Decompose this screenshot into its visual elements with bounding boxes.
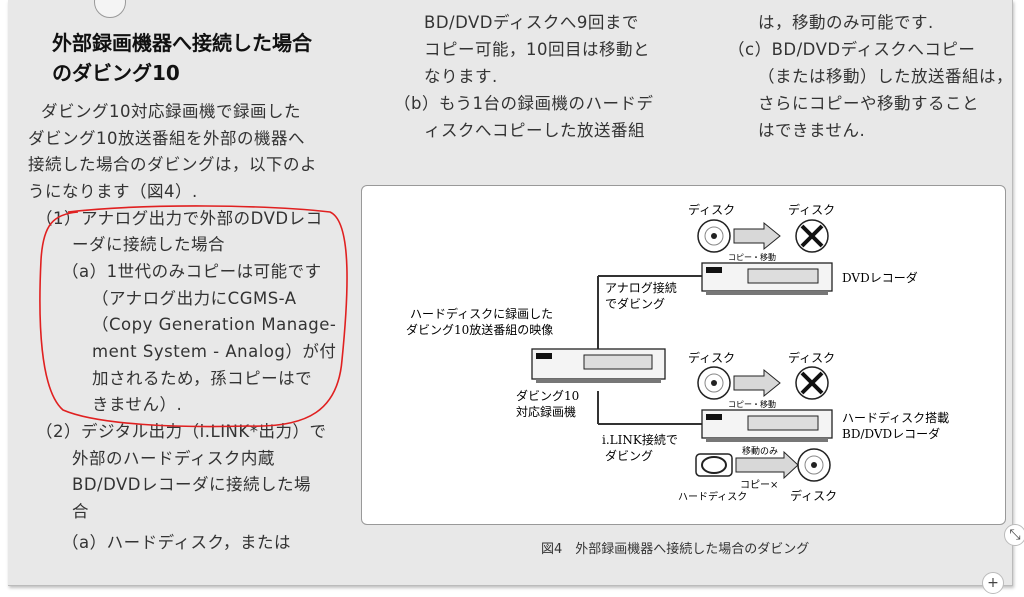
dvd-recorder-icon: [701, 262, 833, 295]
source-label-2: ダビング10放送番組の映像: [406, 322, 553, 337]
dubbing10-recorder-icon: [531, 348, 666, 383]
arrow-icon: [733, 221, 781, 251]
text-line: は，移動のみ可能です.: [758, 13, 934, 32]
text-line: BD/DVDディスクへ9回まで: [424, 13, 639, 32]
hdd-recorder-label-2: BD/DVDレコーダ: [842, 426, 940, 441]
prohibited-disc-icon: [795, 219, 829, 253]
document-page: 外部録画機器へ接続した場合 のダビング10 ダビング10対応録画機で録画した ダ…: [8, 0, 1013, 586]
disc-label: ディスク: [790, 488, 837, 503]
text-line: きません）.: [92, 395, 183, 414]
text-line: 加されるため，孫コピーはで: [92, 369, 313, 388]
disc-icon: [697, 219, 731, 253]
ilink-label-2: ダビング: [605, 448, 653, 463]
figure-4: ハードディスクに録画した ダビング10放送番組の映像 ダビング10 対応録画機 …: [361, 185, 1006, 525]
analog-label-2: でダビング: [605, 296, 665, 311]
arrow-icon: [733, 368, 781, 398]
zoom-in-button[interactable]: +: [982, 572, 1004, 594]
dubbing-diagram: ハードディスクに録画した ダビング10放送番組の映像 ダビング10 対応録画機 …: [406, 202, 949, 503]
text-line: ダビング10放送番組を外部の機器へ: [28, 129, 305, 148]
disc-label: ディスク: [688, 350, 735, 365]
move-only-label: 移動のみ: [742, 445, 778, 457]
red-annotation-circle: [39, 205, 348, 428]
text-line: なります.: [424, 67, 498, 86]
recorder-label-2: 対応録画機: [516, 404, 576, 419]
prohibited-disc-icon: [795, 366, 829, 400]
disc-icon: [697, 366, 731, 400]
text-line: はできません.: [758, 121, 866, 140]
text-line: 合: [72, 502, 89, 521]
text-line: （または移動）した放送番組は，: [758, 67, 1013, 86]
copy-move-label: コピー・移動: [728, 399, 776, 409]
text-line: （b）もう1台の録画機のハードデ: [394, 94, 654, 113]
text-line: ment System - Analog）が付: [92, 342, 337, 361]
copy-x-label: コピー×: [740, 479, 778, 491]
text-line: コピー可能，10回目は移動と: [424, 40, 650, 59]
text-line: うになります（図4）.: [28, 182, 198, 201]
disc-icon: [797, 448, 831, 482]
text-line: ダビング10対応録画機で録画した: [41, 102, 301, 121]
text-line: ィスクへコピーした放送番組: [424, 121, 645, 140]
dvd-recorder-label: DVDレコーダ: [842, 270, 918, 285]
collapse-icon[interactable]: ⤡: [1004, 524, 1024, 546]
arrow-icon: [735, 450, 799, 480]
hard-disk-icon: [695, 453, 733, 477]
text-line: ーダに接続した場合: [72, 235, 225, 254]
figure-caption: 図4 外部録画機器へ接続した場合のダビング: [541, 542, 810, 557]
disc-label: ディスク: [688, 202, 735, 217]
text-line: （c）BD/DVDディスクへコピー: [728, 40, 976, 59]
hdd-recorder-icon: [701, 409, 833, 442]
section-heading: 外部録画機器へ接続した場合 のダビング10: [52, 31, 312, 85]
disc-label: ディスク: [788, 202, 835, 217]
text-line: （1）アナログ出力で外部のDVDレコ: [36, 209, 323, 228]
text-line: 外部のハードディスク内蔵: [72, 449, 275, 468]
text-line: （a）ハードディスク，または: [62, 533, 291, 552]
text-line: さらにコピーや移動すること: [758, 94, 979, 113]
hdd-recorder-label-1: ハードディスク搭載: [842, 410, 949, 425]
text-line: （a）1世代のみコピーは可能です: [62, 262, 322, 281]
source-label-1: ハードディスクに録画した: [410, 306, 553, 321]
text-line: 接続した場合のダビングは，以下のよ: [28, 155, 317, 174]
recorder-label-1: ダビング10: [516, 388, 579, 403]
ilink-label-1: i.LINK接続で: [602, 432, 678, 447]
analog-label-1: アナログ接続: [605, 280, 677, 295]
hard-disk-label: ハードディスク: [678, 490, 747, 503]
copy-move-label: コピー・移動: [728, 252, 776, 262]
text-line: （アナログ出力にCGMS-A: [92, 289, 297, 308]
disc-label: ディスク: [788, 350, 835, 365]
text-line: BD/DVDレコーダに接続した場: [72, 475, 311, 494]
text-line: （Copy Generation Manage-: [92, 315, 337, 334]
